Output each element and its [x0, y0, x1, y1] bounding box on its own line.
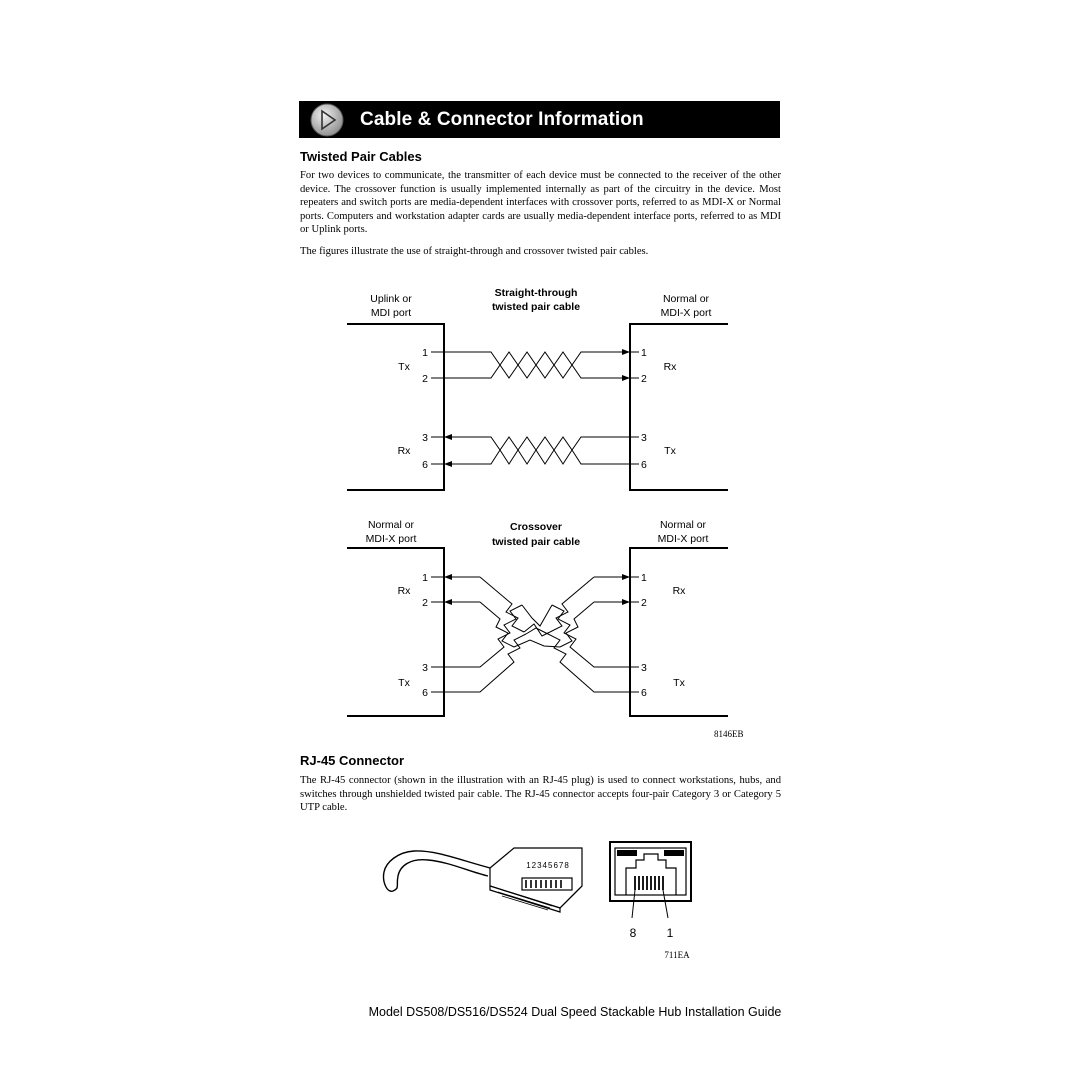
straight-right-pin-3: 3 [641, 432, 647, 444]
cross-left-pin-2: 2 [422, 597, 428, 609]
jack-pin-8-label: 8 [630, 926, 637, 940]
rj45-jack [609, 841, 692, 919]
straight-left-pin-6: 6 [422, 459, 428, 471]
straight-pair-rx [431, 434, 639, 467]
cross-title-2: twisted pair cable [492, 536, 580, 548]
straight-left-port-label-1: Uplink or [370, 293, 412, 305]
straight-right-rx-label: Rx [664, 361, 678, 373]
straight-left-rx-label: Rx [398, 445, 412, 457]
straight-left-tx-label: Tx [398, 361, 410, 373]
straight-right-pin-1: 1 [641, 347, 647, 359]
footer-text: Model DS508/DS516/DS524 Dual Speed Stack… [368, 1005, 782, 1019]
cross-right-port-label-1: Normal or [660, 519, 707, 531]
cross-right-pin-1: 1 [641, 572, 647, 584]
figure2-code: 711EA [664, 950, 690, 960]
heading-rj45: RJ-45 Connector [300, 753, 405, 768]
paragraph-twisted-pair-1: For two devices to communicate, the tran… [300, 170, 781, 235]
cross-left-port-label-2: MDI-X port [366, 533, 417, 545]
paragraph-rj45: The RJ-45 connector (shown in the illust… [300, 775, 781, 813]
rj45-plug [489, 847, 583, 913]
paragraph-twisted-pair-2: The figures illustrate the use of straig… [300, 246, 649, 257]
cross-left-pin-3: 3 [422, 662, 428, 674]
straight-left-device [347, 323, 445, 491]
cross-left-tx-label: Tx [398, 677, 410, 689]
cross-right-pin-3: 3 [641, 662, 647, 674]
cross-right-pin-6: 6 [641, 687, 647, 699]
straight-left-pin-1: 1 [422, 347, 428, 359]
straight-title-1: Straight-through [495, 287, 578, 299]
cross-right-pin-2: 2 [641, 597, 647, 609]
cross-right-port-label-2: MDI-X port [658, 533, 709, 545]
cross-left-rx-label: Rx [398, 585, 412, 597]
straight-left-pin-2: 2 [422, 373, 428, 385]
straight-right-port-label-1: Normal or [663, 293, 710, 305]
section-banner: Cable & Connector Information [299, 101, 780, 138]
straight-title-2: twisted pair cable [492, 301, 580, 313]
straight-right-pin-2: 2 [641, 373, 647, 385]
cross-left-pin-6: 6 [422, 687, 428, 699]
straight-left-pin-3: 3 [422, 432, 428, 444]
cross-right-device [629, 547, 728, 717]
cross-right-rx-label: Rx [673, 585, 687, 597]
cross-wires [431, 574, 639, 693]
play-circle-icon [310, 103, 344, 136]
cross-right-tx-label: Tx [673, 677, 685, 689]
straight-left-port-label-2: MDI port [371, 307, 411, 319]
cross-left-pin-1: 1 [422, 572, 428, 584]
cross-left-port-label-1: Normal or [368, 519, 415, 531]
cross-title-1: Crossover [510, 521, 562, 533]
plug-pin-numbers: 12345678 [526, 861, 570, 870]
banner-title: Cable & Connector Information [360, 108, 644, 130]
jack-pin-1-label: 1 [667, 926, 674, 940]
straight-pair-tx [431, 349, 639, 381]
straight-right-device [629, 323, 728, 491]
heading-twisted-pair: Twisted Pair Cables [300, 149, 422, 164]
straight-right-tx-label: Tx [664, 445, 676, 457]
cross-left-device [347, 547, 445, 717]
straight-right-port-label-2: MDI-X port [661, 307, 712, 319]
figure1-code: 8146EB [714, 729, 744, 739]
page-footer: Model DS508/DS516/DS524 Dual Speed Stack… [0, 1005, 1080, 1019]
rj45-cable [382, 850, 491, 892]
straight-right-pin-6: 6 [641, 459, 647, 471]
